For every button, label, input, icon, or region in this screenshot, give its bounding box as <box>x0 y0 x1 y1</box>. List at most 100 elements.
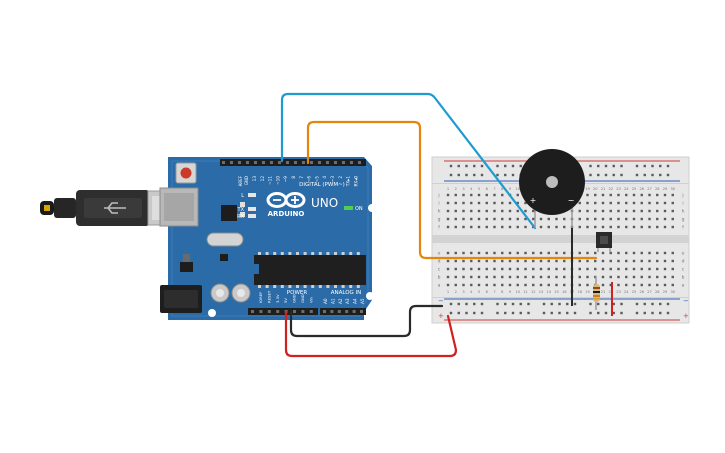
breadboard-hole[interactable] <box>462 209 465 213</box>
breadboard-hole[interactable] <box>516 201 519 205</box>
header-hole[interactable] <box>293 310 296 313</box>
breadboard-hole[interactable] <box>656 275 659 279</box>
breadboard-hole[interactable] <box>508 283 512 287</box>
header-hole[interactable] <box>294 161 297 164</box>
breadboard-hole[interactable] <box>632 283 636 287</box>
breadboard-hole[interactable] <box>586 251 589 255</box>
breadboard-hole[interactable] <box>542 302 546 306</box>
breadboard-hole[interactable] <box>542 311 546 315</box>
breadboard-hole[interactable] <box>601 193 605 197</box>
breadboard-hole[interactable] <box>586 283 589 287</box>
breadboard-hole[interactable] <box>485 275 488 279</box>
breadboard-hole[interactable] <box>632 201 636 205</box>
breadboard-hole[interactable] <box>601 225 605 229</box>
breadboard-hole[interactable] <box>516 259 519 263</box>
breadboard-hole[interactable] <box>617 267 620 271</box>
breadboard-hole[interactable] <box>519 164 522 168</box>
breadboard-hole[interactable] <box>454 267 457 271</box>
breadboard-hole[interactable] <box>594 259 597 263</box>
breadboard-hole[interactable] <box>663 251 667 255</box>
breadboard-hole[interactable] <box>656 259 659 263</box>
breadboard-hole[interactable] <box>470 259 473 263</box>
breadboard-hole[interactable] <box>586 267 589 271</box>
breadboard-hole[interactable] <box>597 173 600 177</box>
breadboard-hole[interactable] <box>671 193 674 197</box>
breadboard-hole[interactable] <box>648 217 651 221</box>
breadboard-hole[interactable] <box>625 251 628 255</box>
breadboard-hole[interactable] <box>663 217 667 221</box>
breadboard-hole[interactable] <box>663 283 667 287</box>
breadboard-hole[interactable] <box>532 275 535 279</box>
breadboard-hole[interactable] <box>578 201 581 205</box>
breadboard-hole[interactable] <box>640 259 643 263</box>
breadboard-hole[interactable] <box>640 275 643 279</box>
breadboard-hole[interactable] <box>555 225 558 229</box>
breadboard-hole[interactable] <box>563 275 566 279</box>
breadboard-hole[interactable] <box>609 283 612 287</box>
breadboard-hole[interactable] <box>656 225 659 229</box>
breadboard-hole[interactable] <box>462 259 465 263</box>
breadboard-hole[interactable] <box>555 267 558 271</box>
breadboard-hole[interactable] <box>470 251 473 255</box>
breadboard-hole[interactable] <box>612 164 615 168</box>
breadboard-hole[interactable] <box>477 217 481 221</box>
breadboard-hole[interactable] <box>496 173 499 177</box>
breadboard-hole[interactable] <box>625 259 628 263</box>
breadboard-hole[interactable] <box>446 217 450 221</box>
breadboard-hole[interactable] <box>612 311 615 315</box>
breadboard-hole[interactable] <box>617 201 620 205</box>
breadboard-hole[interactable] <box>446 193 450 197</box>
breadboard-hole[interactable] <box>462 283 465 287</box>
breadboard-hole[interactable] <box>604 173 608 177</box>
breadboard-hole[interactable] <box>516 193 519 197</box>
breadboard-hole[interactable] <box>609 225 612 229</box>
breadboard-hole[interactable] <box>446 251 450 255</box>
breadboard-hole[interactable] <box>578 225 581 229</box>
breadboard-hole[interactable] <box>651 173 654 177</box>
breadboard-hole[interactable] <box>524 283 527 287</box>
breadboard-hole[interactable] <box>446 225 450 229</box>
breadboard-hole[interactable] <box>601 251 605 255</box>
breadboard-hole[interactable] <box>663 225 667 229</box>
breadboard-hole[interactable] <box>656 217 659 221</box>
breadboard-hole[interactable] <box>470 225 473 229</box>
breadboard-hole[interactable] <box>465 311 468 315</box>
breadboard-hole[interactable] <box>470 275 473 279</box>
breadboard-hole[interactable] <box>524 217 527 221</box>
breadboard-hole[interactable] <box>508 201 512 205</box>
breadboard-hole[interactable] <box>563 217 566 221</box>
breadboard-hole[interactable] <box>511 173 515 177</box>
breadboard-hole[interactable] <box>473 302 476 306</box>
breadboard-hole[interactable] <box>651 311 654 315</box>
breadboard-hole[interactable] <box>648 209 651 213</box>
breadboard-hole[interactable] <box>485 283 488 287</box>
breadboard-hole[interactable] <box>594 251 597 255</box>
breadboard-hole[interactable] <box>586 201 589 205</box>
breadboard-hole[interactable] <box>578 251 581 255</box>
breadboard-hole[interactable] <box>620 311 623 315</box>
breadboard-hole[interactable] <box>617 209 620 213</box>
breadboard-hole[interactable] <box>609 193 612 197</box>
breadboard-hole[interactable] <box>485 225 488 229</box>
breadboard-hole[interactable] <box>625 275 628 279</box>
breadboard-hole[interactable] <box>586 193 589 197</box>
breadboard-hole[interactable] <box>524 225 527 229</box>
breadboard-hole[interactable] <box>449 302 453 306</box>
breadboard-hole[interactable] <box>504 164 507 168</box>
header-hole[interactable] <box>238 161 241 164</box>
header-hole[interactable] <box>230 161 233 164</box>
breadboard-hole[interactable] <box>504 173 507 177</box>
breadboard-hole[interactable] <box>656 251 659 255</box>
breadboard-hole[interactable] <box>640 201 643 205</box>
breadboard-hole[interactable] <box>462 193 465 197</box>
breadboard-hole[interactable] <box>516 209 519 213</box>
breadboard-hole[interactable] <box>501 259 504 263</box>
breadboard-hole[interactable] <box>446 275 450 279</box>
breadboard-hole[interactable] <box>586 275 589 279</box>
breadboard-hole[interactable] <box>508 209 512 213</box>
breadboard-hole[interactable] <box>648 251 651 255</box>
breadboard-hole[interactable] <box>666 173 670 177</box>
breadboard-hole[interactable] <box>671 267 674 271</box>
breadboard-hole[interactable] <box>604 302 608 306</box>
wire-orange[interactable] <box>306 120 598 260</box>
